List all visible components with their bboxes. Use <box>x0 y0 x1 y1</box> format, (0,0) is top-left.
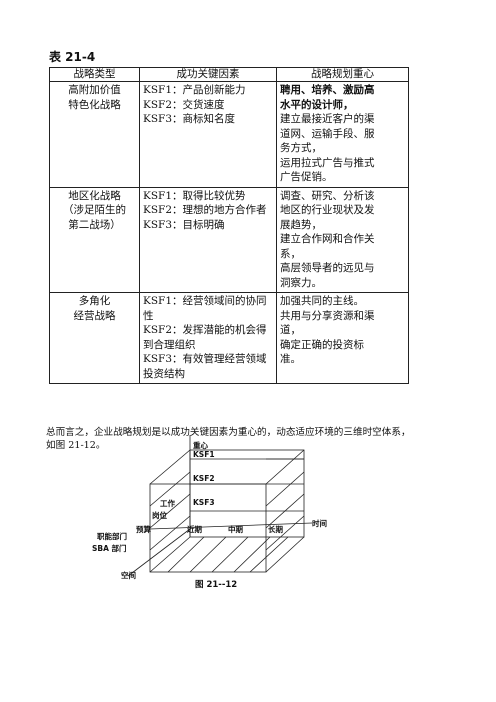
cell-line: 道网、运输手段、服 <box>280 127 375 140</box>
table-row: 多角化 经营战略 KSF1：经营领域间的协同 性 KSF2：发挥潜能的机会得 到… <box>49 292 409 384</box>
cell-line: 建立最接近客户的渠 <box>280 113 375 125</box>
cube-edge <box>265 536 305 573</box>
side-grid-line <box>265 493 305 529</box>
floor-grid-line <box>211 536 249 573</box>
cell-line: 高附加价值 <box>68 84 121 96</box>
space-axis <box>127 528 191 577</box>
cell-line: KSF3：商标知名度 <box>143 113 236 125</box>
header-strategy-type: 战略类型 <box>49 67 140 82</box>
floor-grid-line <box>167 536 205 573</box>
ksf-cell: KSF1：经营领域间的协同 性 KSF2：发挥潜能的机会得 到合理组织 KSF3… <box>139 292 277 384</box>
label-near: 近期 <box>187 524 202 534</box>
cell-line: 第二战场） <box>68 218 121 231</box>
label-time: 时间 <box>312 518 327 528</box>
cube-edge <box>149 449 191 485</box>
cell-line: 性 <box>143 309 154 322</box>
cell-line: KSF2：理想的地方合作者 <box>143 204 267 216</box>
cell-line: KSF2：交货速度 <box>143 98 225 111</box>
side-grid-line <box>149 515 191 551</box>
header-focus: 战略规划重心 <box>276 67 409 82</box>
cube-edge <box>149 536 191 573</box>
side-grid-line <box>265 471 305 507</box>
ksf-cell: KSF1：取得比较优势 KSF2：理想的地方合作者 KSF3：目标明确 <box>139 186 277 293</box>
label-budget: 预算 <box>136 524 151 534</box>
table-row: 地区化战略 （涉足陌生的 第二战场） KSF1：取得比较优势 KSF2：理想的地… <box>49 186 409 293</box>
cell-line: 加强共同的主线。 <box>280 295 364 307</box>
label-space: 空间 <box>121 570 136 580</box>
cell-line: KSF1：经营领域间的协同 <box>143 295 267 307</box>
floor-grid-line <box>249 536 289 573</box>
cell-line: 地区化战略 <box>68 189 121 202</box>
focus-cell: 加强共同的主线。 共用与分享资源和渠 道， 确定正确的投资标 准。 <box>276 292 409 384</box>
cell-line: 地区的行业现状及发 <box>280 204 375 216</box>
table-row: 高附加价值 特色化战略 KSF1：产品创新能力 KSF2：交货速度 KSF3：商… <box>49 81 409 188</box>
cell-line: KSF1：产品创新能力 <box>143 84 246 96</box>
side-grid-line <box>149 493 191 529</box>
label-ksf3: KSF3 <box>193 498 215 507</box>
strategy-type-cell: 多角化 经营战略 <box>49 292 140 384</box>
label-long: 长期 <box>268 524 283 534</box>
cell-line: 洞察力。 <box>280 276 322 289</box>
focus-cell: 调查、研究、分析该 地区的行业现状及发 展趋势， 建立合作网和合作关 系， 高层… <box>276 186 409 293</box>
cell-line: 调查、研究、分析该 <box>280 189 375 202</box>
cube-edge <box>265 449 305 485</box>
cell-line: 准。 <box>280 353 301 365</box>
summary-line: 如图 21-12。 <box>46 440 106 451</box>
cell-line: 广告促销。 <box>280 171 333 183</box>
cell-line: 共用与分享资源和渠 <box>280 309 375 322</box>
summary-paragraph: 总而言之，企业战略规划是以成功关键因素为重心的，动态适应环境的三维时空体系， 如… <box>46 426 416 452</box>
time-axis <box>149 522 313 530</box>
cell-line: 展趋势， <box>280 218 322 231</box>
side-grid-line <box>149 471 191 507</box>
cell-line: 经营战略 <box>73 309 116 322</box>
cell-line: KSF3：目标明确 <box>143 218 225 231</box>
side-grid-line <box>265 515 305 551</box>
label-func-dept: 职能部门 <box>97 531 127 541</box>
table-title: 表 21-4 <box>49 50 96 64</box>
cell-line: 确定正确的投资标 <box>280 338 364 351</box>
cell-line: KSF2：发挥潜能的机会得 <box>143 324 267 336</box>
label-ksf1: KSF1 <box>193 450 215 459</box>
header-ksf: 成功关键因素 <box>139 67 277 82</box>
strategy-type-cell: 地区化战略 （涉足陌生的 第二战场） <box>49 186 140 293</box>
cell-line: 务方式， <box>280 142 322 154</box>
floor-grid-line <box>233 536 271 573</box>
strategy-table: 战略类型 成功关键因素 战略规划重心 高附加价值 特色化战略 KSF1：产品创新… <box>49 67 409 384</box>
cell-line: 建立合作网和合作关 <box>280 233 375 245</box>
label-mid: 中期 <box>228 524 243 534</box>
cell-line: 高层领导者的远见与 <box>280 262 375 274</box>
cell-line: 道， <box>280 324 301 336</box>
figure-caption: 图 21--12 <box>195 580 238 590</box>
label-ksf2: KSF2 <box>193 474 215 483</box>
floor-grid-line <box>189 536 227 573</box>
cell-line: KSF1：取得比较优势 <box>143 189 246 202</box>
cell-line: （涉足陌生的 <box>63 204 126 216</box>
focus-cell: 聘用、培养、激励高 水平的设计师， 建立最接近客户的渠 道网、运输手段、服 务方… <box>276 81 409 188</box>
cell-line: 到合理组织 <box>143 338 196 351</box>
ksf-cell: KSF1：产品创新能力 KSF2：交货速度 KSF3：商标知名度 <box>139 81 277 188</box>
cell-line-bold: 水平的设计师， <box>280 98 354 111</box>
table-header-row: 战略类型 成功关键因素 战略规划重心 <box>49 67 409 82</box>
cell-line: 系， <box>280 247 301 260</box>
cell-line: KSF3：有效管理经营领域 <box>143 353 267 365</box>
cell-line: 投资结构 <box>143 367 185 380</box>
cell-line: 多角化 <box>78 295 111 307</box>
summary-line: 总而言之，企业战略规划是以成功关键因素为重心的，动态适应环境的三维时空体系， <box>46 427 411 438</box>
label-post: 岗位 <box>152 510 167 520</box>
label-sba-dept: SBA 部门 <box>92 543 127 553</box>
cell-line-bold: 聘用、培养、激励高 <box>280 84 375 96</box>
cell-line: 特色化战略 <box>68 98 121 111</box>
cell-line: 运用拉式广告与推式 <box>280 156 375 169</box>
label-focus: 重心 <box>193 440 208 450</box>
label-work: 工作 <box>160 498 175 508</box>
